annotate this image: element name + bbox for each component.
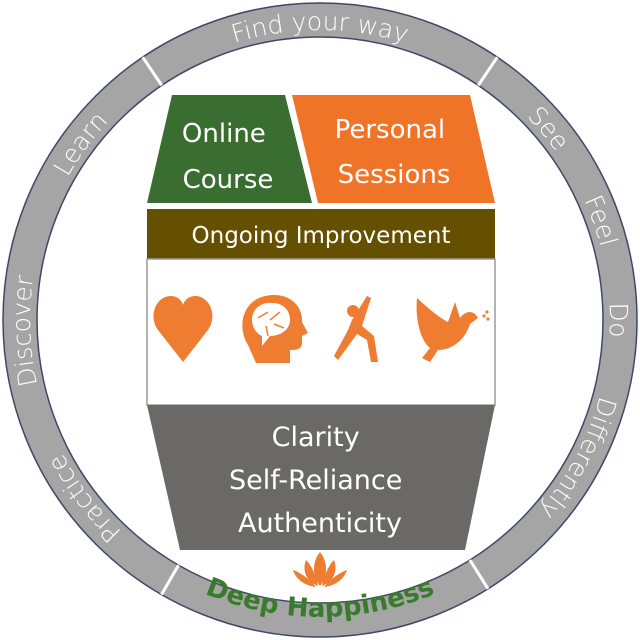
heart-icon bbox=[153, 296, 213, 362]
peace-dove-icon bbox=[416, 298, 490, 362]
ongoing-improvement-bar bbox=[147, 209, 495, 259]
yoga-figure-icon bbox=[334, 296, 378, 362]
personal-sessions-label: Personal Sessions bbox=[335, 115, 454, 190]
outcomes-label: Clarity Self-Reliance Authenticity bbox=[229, 422, 411, 539]
ring-divider bbox=[477, 56, 499, 87]
personal-sessions-block bbox=[292, 95, 495, 203]
ongoing-improvement-label: Ongoing Improvement bbox=[192, 223, 451, 249]
ring-dividers bbox=[141, 56, 499, 596]
brain-head-icon bbox=[242, 294, 308, 363]
ring-do-label: Do bbox=[604, 302, 634, 338]
ring-divider bbox=[468, 559, 490, 590]
online-course-label: Online Course bbox=[182, 119, 274, 195]
outcomes-block bbox=[147, 405, 495, 550]
online-course-block bbox=[147, 95, 312, 203]
lotus-icon bbox=[293, 552, 347, 587]
ring-divider bbox=[160, 564, 180, 596]
ring-divider bbox=[141, 56, 163, 87]
